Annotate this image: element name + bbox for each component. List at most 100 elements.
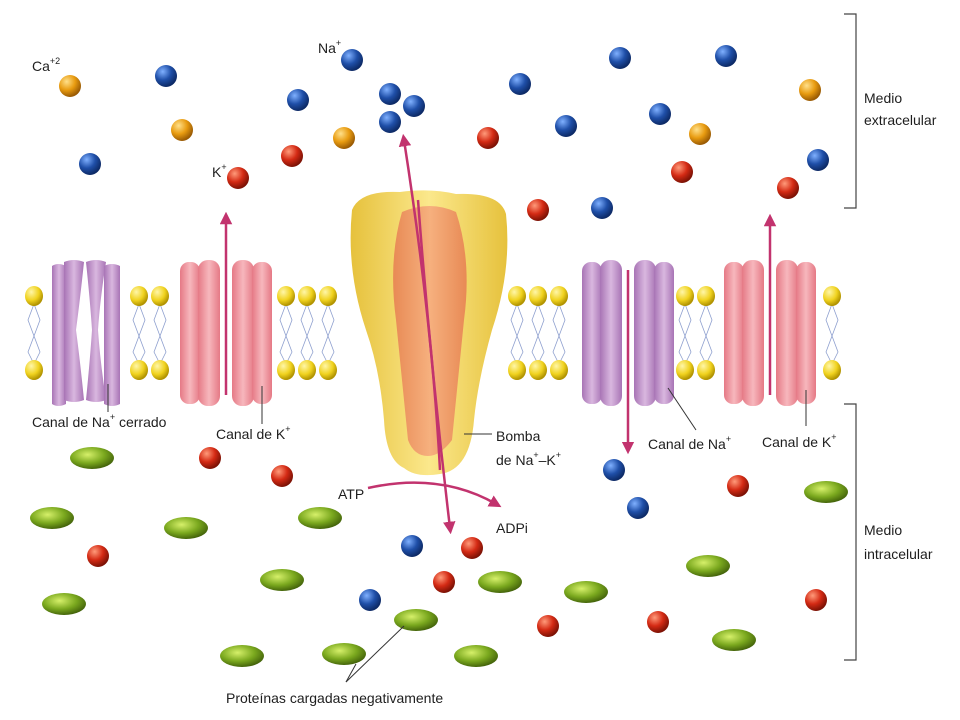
sodium-ion <box>555 115 577 137</box>
lipid-tail <box>27 303 35 365</box>
potassium-ion <box>671 161 693 183</box>
negative-protein <box>394 609 438 631</box>
potassium-ion <box>227 167 249 189</box>
lipid-head <box>823 360 841 380</box>
negative-protein <box>30 507 74 529</box>
lipid-tail <box>699 303 707 365</box>
atp-to-adp-arrow <box>367 481 502 508</box>
lipid-head <box>277 360 295 380</box>
lipid-tail <box>531 303 539 365</box>
sodium-ion <box>649 103 671 125</box>
lipid-tails <box>27 303 839 365</box>
sodium-ion <box>379 83 401 105</box>
lipid-head <box>529 360 547 380</box>
potassium-channel-left <box>180 260 272 406</box>
lipid-tail <box>552 303 560 365</box>
lipid-head <box>277 286 295 306</box>
lipid-tail <box>153 303 161 365</box>
pump-label-line2: de Na+–K+ <box>496 450 562 468</box>
lipid-tail <box>285 303 293 365</box>
potassium-channel-right <box>724 260 816 406</box>
negative-protein <box>260 569 304 591</box>
lipid-heads <box>25 286 841 380</box>
ions <box>30 45 848 667</box>
sodium-ion <box>359 589 381 611</box>
negative-protein <box>686 555 730 577</box>
transport-arrows <box>219 133 777 535</box>
negative-protein <box>454 645 498 667</box>
potassium-channel-right-label: Canal de K+ <box>762 432 837 450</box>
negative-protein <box>42 593 86 615</box>
leader-lines <box>107 384 807 683</box>
potassium-ion <box>199 447 221 469</box>
lipid-tail <box>831 303 839 365</box>
lipid-tail <box>558 303 566 365</box>
potassium-ion <box>527 199 549 221</box>
potassium-ion <box>87 545 109 567</box>
intracellular-bracket <box>844 403 857 661</box>
proteins-label: Proteínas cargadas negativamente <box>226 690 444 706</box>
lipid-tail <box>678 303 686 365</box>
potassium-ion <box>271 465 293 487</box>
lipid-head <box>508 286 526 306</box>
intracellular-label-line2: intracelular <box>864 546 933 562</box>
adp-label: ADPi <box>496 520 528 536</box>
potassium-ion <box>537 615 559 637</box>
potassium-ion <box>461 537 483 559</box>
potassium-label-top: K+ <box>212 162 227 180</box>
extracellular-bracket <box>844 13 857 209</box>
sodium-ion <box>603 459 625 481</box>
sodium-ion <box>341 49 363 71</box>
sodium-label-top: Na+ <box>318 38 342 56</box>
lipid-tail <box>306 303 314 365</box>
lipid-head <box>298 286 316 306</box>
lipid-head <box>151 360 169 380</box>
potassium-ion <box>477 127 499 149</box>
lipid-tail <box>300 303 308 365</box>
lipid-tail <box>132 303 140 365</box>
lipid-tail <box>159 303 167 365</box>
negative-protein <box>478 571 522 593</box>
sodium-ion <box>509 73 531 95</box>
lipid-head <box>151 286 169 306</box>
lipid-head <box>529 286 547 306</box>
lipid-head <box>130 360 148 380</box>
lipid-head <box>298 360 316 380</box>
negative-protein <box>70 447 114 469</box>
sodium-ion <box>287 89 309 111</box>
pump-k-in-arrow <box>416 199 456 535</box>
lipid-head <box>697 286 715 306</box>
calcium-ion <box>333 127 355 149</box>
sodium-ion <box>591 197 613 219</box>
intracellular-label-line1: Medio <box>864 522 903 538</box>
sodium-channel-right-label: Canal de Na+ <box>648 434 732 452</box>
lipid-tail <box>537 303 545 365</box>
lipid-head <box>508 360 526 380</box>
negative-protein <box>322 643 366 665</box>
extracellular-label-line2: extracelular <box>864 112 937 128</box>
potassium-ion <box>727 475 749 497</box>
sodium-ion <box>403 95 425 117</box>
potassium-channel-left-label: Canal de K+ <box>216 424 291 442</box>
lipid-tail <box>510 303 518 365</box>
lipid-tail <box>516 303 524 365</box>
potassium-ion <box>433 571 455 593</box>
potassium-ion <box>281 145 303 167</box>
lipid-tail <box>705 303 713 365</box>
extracellular-label-line1: Medio <box>864 90 903 106</box>
sodium-ion <box>807 149 829 171</box>
lipid-head <box>130 286 148 306</box>
lipid-tail <box>825 303 833 365</box>
lipid-head <box>697 360 715 380</box>
calcium-ion <box>799 79 821 101</box>
lipid-tail <box>321 303 329 365</box>
lipid-head <box>823 286 841 306</box>
calcium-ion <box>59 75 81 97</box>
negative-protein <box>804 481 848 503</box>
calcium-label: Ca+2 <box>32 56 61 74</box>
negative-protein <box>712 629 756 651</box>
sodium-ion <box>379 111 401 133</box>
atp-label: ATP <box>338 486 365 502</box>
lipid-head <box>550 286 568 306</box>
